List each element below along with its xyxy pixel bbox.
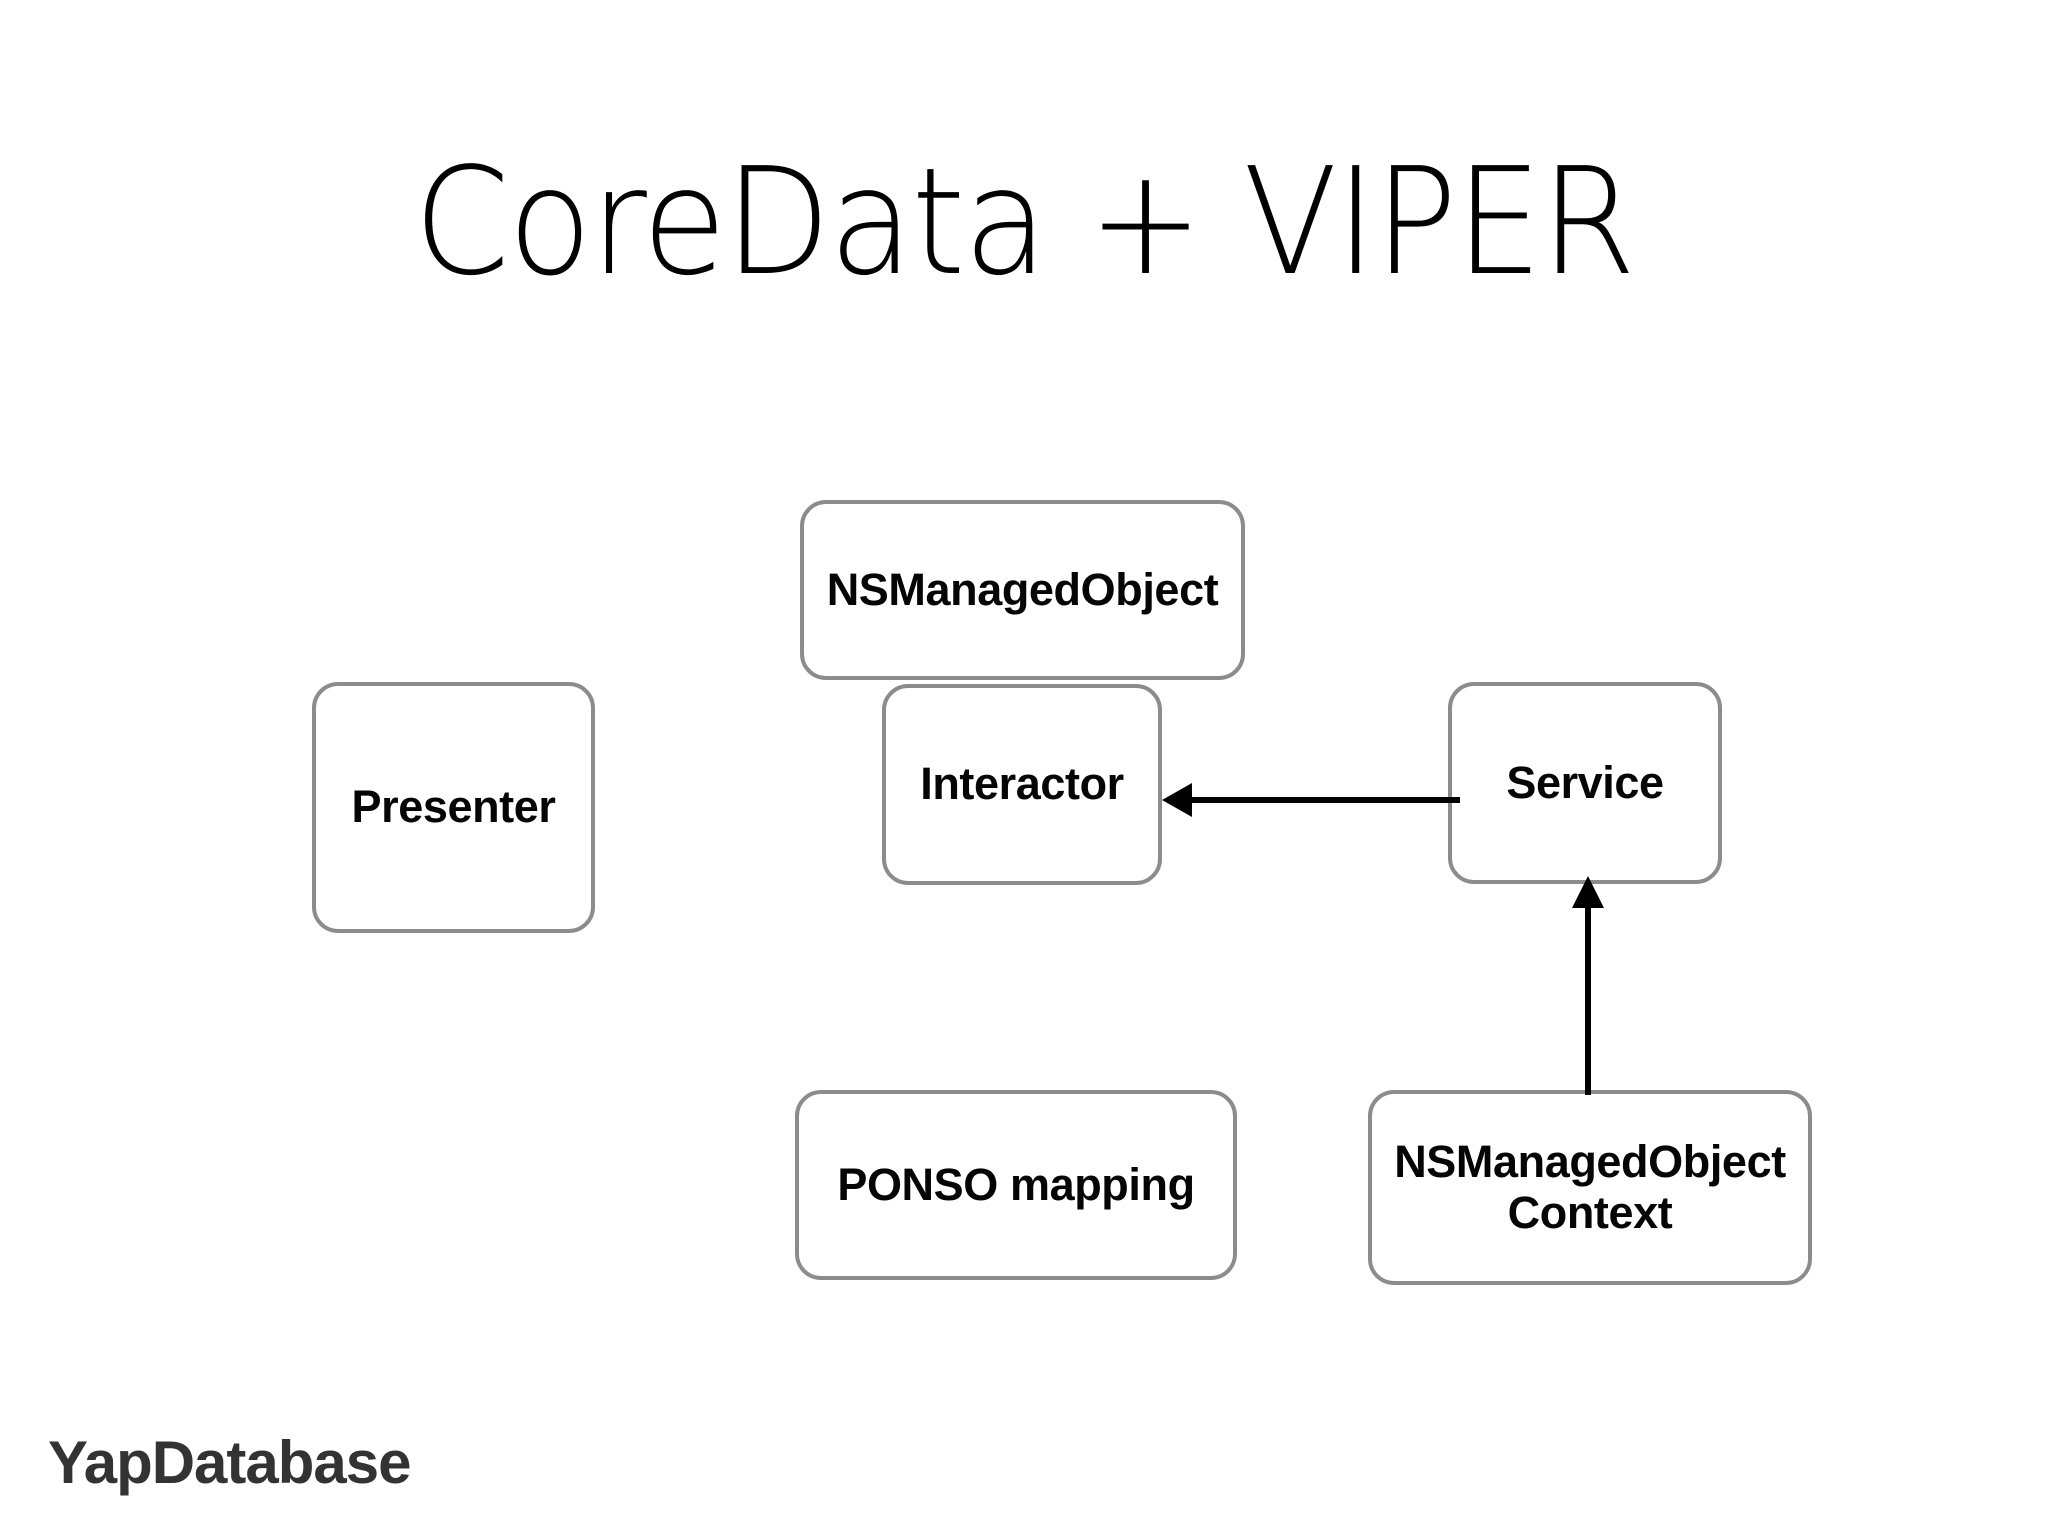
node-label: NSManagedObject (826, 563, 1219, 615)
node-ponso-mapping[interactable]: PONSO mapping (795, 1090, 1237, 1280)
arrow-context-to-service (1572, 876, 1604, 1095)
footer-brand-yapdatabase: YapDatabase (48, 1429, 412, 1496)
arrow-head-left-icon (1162, 783, 1192, 817)
node-nsmanagedobjectcontext[interactable]: NSManagedObject Context (1368, 1090, 1812, 1285)
node-label: PONSO mapping (837, 1158, 1195, 1210)
node-label: NSManagedObject Context (1394, 1136, 1786, 1238)
node-label: Presenter (351, 781, 556, 833)
node-interactor[interactable]: Interactor (882, 684, 1162, 885)
node-nsmanagedobject[interactable]: NSManagedObject (800, 500, 1245, 680)
page-title: CoreData + VIPER (413, 136, 1636, 308)
node-presenter[interactable]: Presenter (312, 682, 595, 933)
node-label: Service (1506, 756, 1664, 808)
node-label: Interactor (920, 758, 1124, 810)
node-service[interactable]: Service (1448, 682, 1722, 884)
arrow-service-to-interactor (1162, 783, 1460, 817)
